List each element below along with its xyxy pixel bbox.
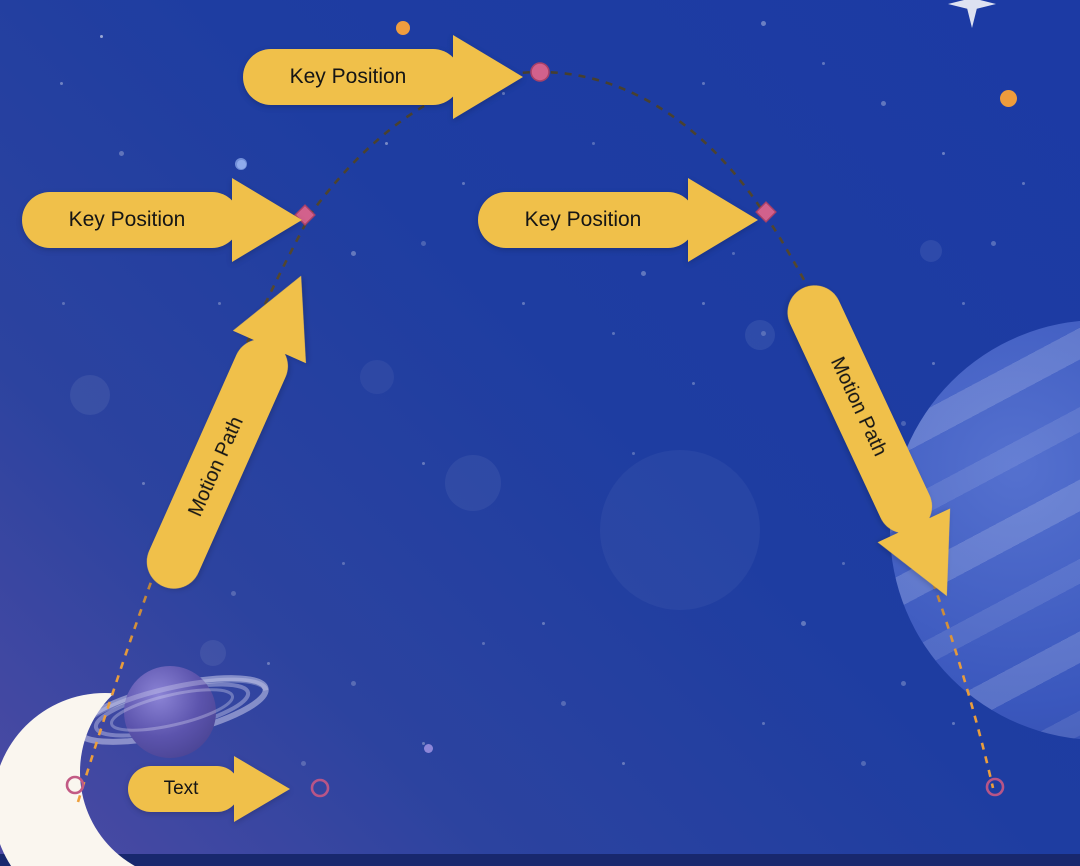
arrow-shape [478,178,758,262]
glow-blob [745,320,775,350]
key-point-diamond-right [755,201,777,223]
purple-star-dot [424,744,433,753]
callout-motion-path-left: Motion Path [126,259,337,602]
crescent-moon [0,660,260,866]
bottom-ground-bar [0,854,1080,866]
start-point-marker [65,775,85,795]
arrow-shape [243,35,523,119]
apex-point-marker [530,62,550,82]
glow-blob [600,450,760,610]
callout-key-position-top: Key Position [243,35,523,119]
orange-star-dot [1000,90,1017,107]
callout-label: Key Position [289,65,407,88]
blue-star-dot [235,158,247,170]
arrow-shape [128,756,290,822]
glow-blob [445,455,501,511]
arrow-shape [787,285,951,597]
glow-blob [360,360,394,394]
glow-blob [70,375,110,415]
orange-star-dot [396,21,410,35]
callout-label: Key Position [524,208,642,231]
glow-blob [920,240,942,262]
callout-text: Text [128,756,290,822]
callout-label: Key Position [68,208,186,231]
callout-motion-path-right: Motion Path [767,271,983,613]
callout-key-position-left: Key Position [22,178,302,262]
arrow-shape [22,178,302,262]
text-point-marker [310,778,330,798]
callout-key-position-right: Key Position [478,178,758,262]
arrow-shape [146,275,306,589]
end-point-marker [985,777,1005,797]
callout-label: Text [163,778,199,799]
